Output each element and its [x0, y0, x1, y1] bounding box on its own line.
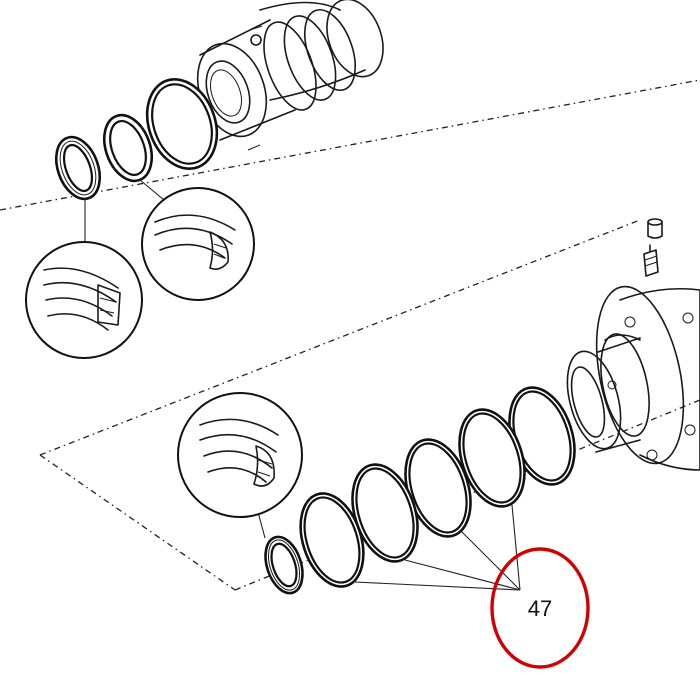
fitting-cap [647, 218, 663, 239]
lower-o-ring-4 [458, 408, 526, 508]
lower-o-ring-1 [299, 492, 365, 588]
detail-bubble-upper-right [139, 179, 255, 301]
fitting-nipple [643, 244, 659, 277]
detail-bubble-lower [177, 392, 303, 539]
center-axis-upper [0, 79, 700, 211]
detail-bubble-upper-left [25, 198, 143, 359]
lower-o-ring-2 [351, 463, 419, 563]
cylinder-head [566, 285, 700, 471]
lower-o-ring-5 [508, 386, 576, 486]
lower-seal-ring [264, 535, 304, 595]
upper-o-ring-large [145, 78, 219, 170]
callout-47: 47 [490, 547, 590, 669]
upper-backup-ring [102, 113, 154, 183]
callout-number: 47 [528, 596, 552, 621]
callout-leader-lines [354, 504, 521, 591]
red-highlight-circle [490, 547, 590, 669]
upper-seal-ring [54, 135, 102, 201]
lower-o-ring-3 [404, 438, 472, 538]
